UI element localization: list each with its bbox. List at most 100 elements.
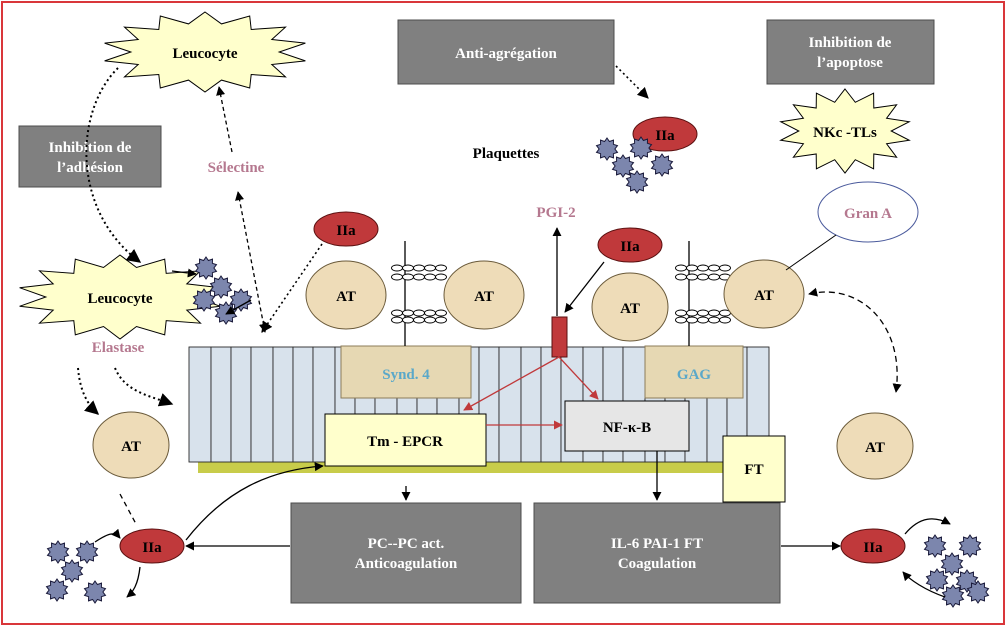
at-left: AT <box>92 411 170 479</box>
iia-bottom-left-label: IIa <box>142 540 162 556</box>
glycocalyx-link <box>697 273 709 281</box>
glycocalyx-link <box>675 273 687 281</box>
iia-bottom-right: IIa <box>840 528 906 564</box>
platelet <box>966 580 990 604</box>
glycocalyx-link <box>391 273 403 281</box>
glycocalyx-link <box>402 264 414 272</box>
arrows <box>77 65 951 598</box>
glycocalyx-link <box>435 264 447 272</box>
endothelial-cell <box>210 346 232 463</box>
at-left-label: AT <box>121 439 141 455</box>
platelet <box>925 568 949 592</box>
ft-box: FT <box>722 435 786 503</box>
platelet <box>60 559 84 583</box>
arrow-iia-out-left <box>126 566 141 598</box>
at-2-label: AT <box>474 289 494 305</box>
gag-label: GAG <box>677 367 712 383</box>
glycocalyx-link <box>424 264 436 272</box>
platelet <box>611 154 635 178</box>
at-4-label: AT <box>754 288 774 304</box>
nkc-tls: NKc -TLs <box>779 88 911 174</box>
platelet <box>940 552 964 576</box>
glycocalyx <box>391 241 731 346</box>
arrow-at-release <box>808 287 902 393</box>
arrow-iia-to-receptor <box>564 261 605 313</box>
glycocalyx-link <box>402 273 414 281</box>
endothelial-cell <box>250 346 274 463</box>
glycocalyx-link <box>413 309 425 317</box>
glycocalyx-link <box>697 264 709 272</box>
iia-center-label: IIa <box>620 239 640 255</box>
inhibition-apoptose-line2: l’apoptose <box>817 55 883 71</box>
at-3: AT <box>591 272 669 342</box>
platelet <box>650 153 674 177</box>
il6-line1: IL-6 PAI-1 FT <box>611 536 703 552</box>
inhibition-adhesion-box: Inhibition de l’adhésion <box>18 125 162 188</box>
at-1: AT <box>305 260 387 330</box>
platelet <box>629 136 653 160</box>
pgi2-receptor <box>551 316 568 358</box>
glycocalyx-link <box>413 316 425 324</box>
il6-line2: Coagulation <box>618 556 697 572</box>
glycocalyx-link <box>708 264 720 272</box>
inhibition-apoptose-line1: Inhibition de <box>809 35 892 51</box>
glycocalyx-link <box>435 273 447 281</box>
leucocyte-top-label: Leucocyte <box>173 46 238 62</box>
iia-center: IIa <box>597 227 663 263</box>
endothelial-cell <box>540 346 562 463</box>
platelet <box>958 534 982 558</box>
glycocalyx-link <box>424 316 436 324</box>
platelet <box>46 540 70 564</box>
glycocalyx-link <box>708 309 720 317</box>
gran-a-link <box>785 234 837 271</box>
arrow-iia-to-platelets-right <box>904 516 951 535</box>
receptor-to-tm-arrow <box>463 356 560 411</box>
platelet <box>45 578 69 602</box>
iia-top-center-label: IIa <box>655 128 675 144</box>
arrow-leuco-top-to-left <box>85 67 142 263</box>
inhibition-adhesion-line2: l’adhésion <box>57 160 124 176</box>
leucocyte-left-label: Leucocyte <box>88 291 153 307</box>
endothelial-cell <box>498 346 522 463</box>
gran-a-label: Gran A <box>844 206 892 222</box>
glycocalyx-link <box>697 316 709 324</box>
pgi2-label: PGI-2 <box>536 205 575 221</box>
ft-label: FT <box>744 462 763 478</box>
nkc-tls-label: NKc -TLs <box>813 125 877 141</box>
arrow-selectine-stem <box>235 191 268 333</box>
platelet <box>209 275 233 299</box>
tm-epcr-label: Tm - EPCR <box>367 434 443 450</box>
receptor-to-nfkb-arrow <box>558 356 599 400</box>
arrow-platelets-out <box>225 299 252 315</box>
gran-a: Gran A <box>817 181 919 243</box>
glycocalyx-link <box>391 264 403 272</box>
arrow-iia-to-tm <box>185 462 324 541</box>
il6-coagulation-box: IL-6 PAI-1 FT Coagulation <box>533 502 781 604</box>
glycocalyx-link <box>719 316 731 324</box>
iia-top-center: IIa <box>632 116 698 152</box>
arrow-platelets-to-iia <box>94 528 121 543</box>
platelet <box>192 288 216 312</box>
glycocalyx-link <box>719 264 731 272</box>
anti-agregation-label: Anti-agrégation <box>455 46 557 62</box>
pc-anticoagulation-box: PC--PC act. Anticoagulation <box>290 502 522 604</box>
endothelial-cell <box>292 346 314 463</box>
arrow-leuco-to-platelets <box>171 268 197 278</box>
platelet <box>625 170 649 194</box>
platelet <box>923 534 947 558</box>
platelet <box>194 256 218 280</box>
glycocalyx-link <box>686 309 698 317</box>
glycocalyx-link <box>424 273 436 281</box>
glycocalyx-link <box>708 273 720 281</box>
inhibition-adhesion-line1: Inhibition de <box>49 140 132 156</box>
at-1-label: AT <box>336 289 356 305</box>
glycocalyx-link <box>391 316 403 324</box>
link-at-to-iia <box>119 493 137 525</box>
synd4-label: Synd. 4 <box>382 367 430 383</box>
at-2: AT <box>443 260 525 330</box>
iia-left-upper: IIa <box>313 211 379 247</box>
arrow-platelets-back <box>902 571 946 598</box>
leucocyte-top: Leucocyte <box>104 11 306 93</box>
arrow-elastase-to-cell <box>114 367 174 407</box>
